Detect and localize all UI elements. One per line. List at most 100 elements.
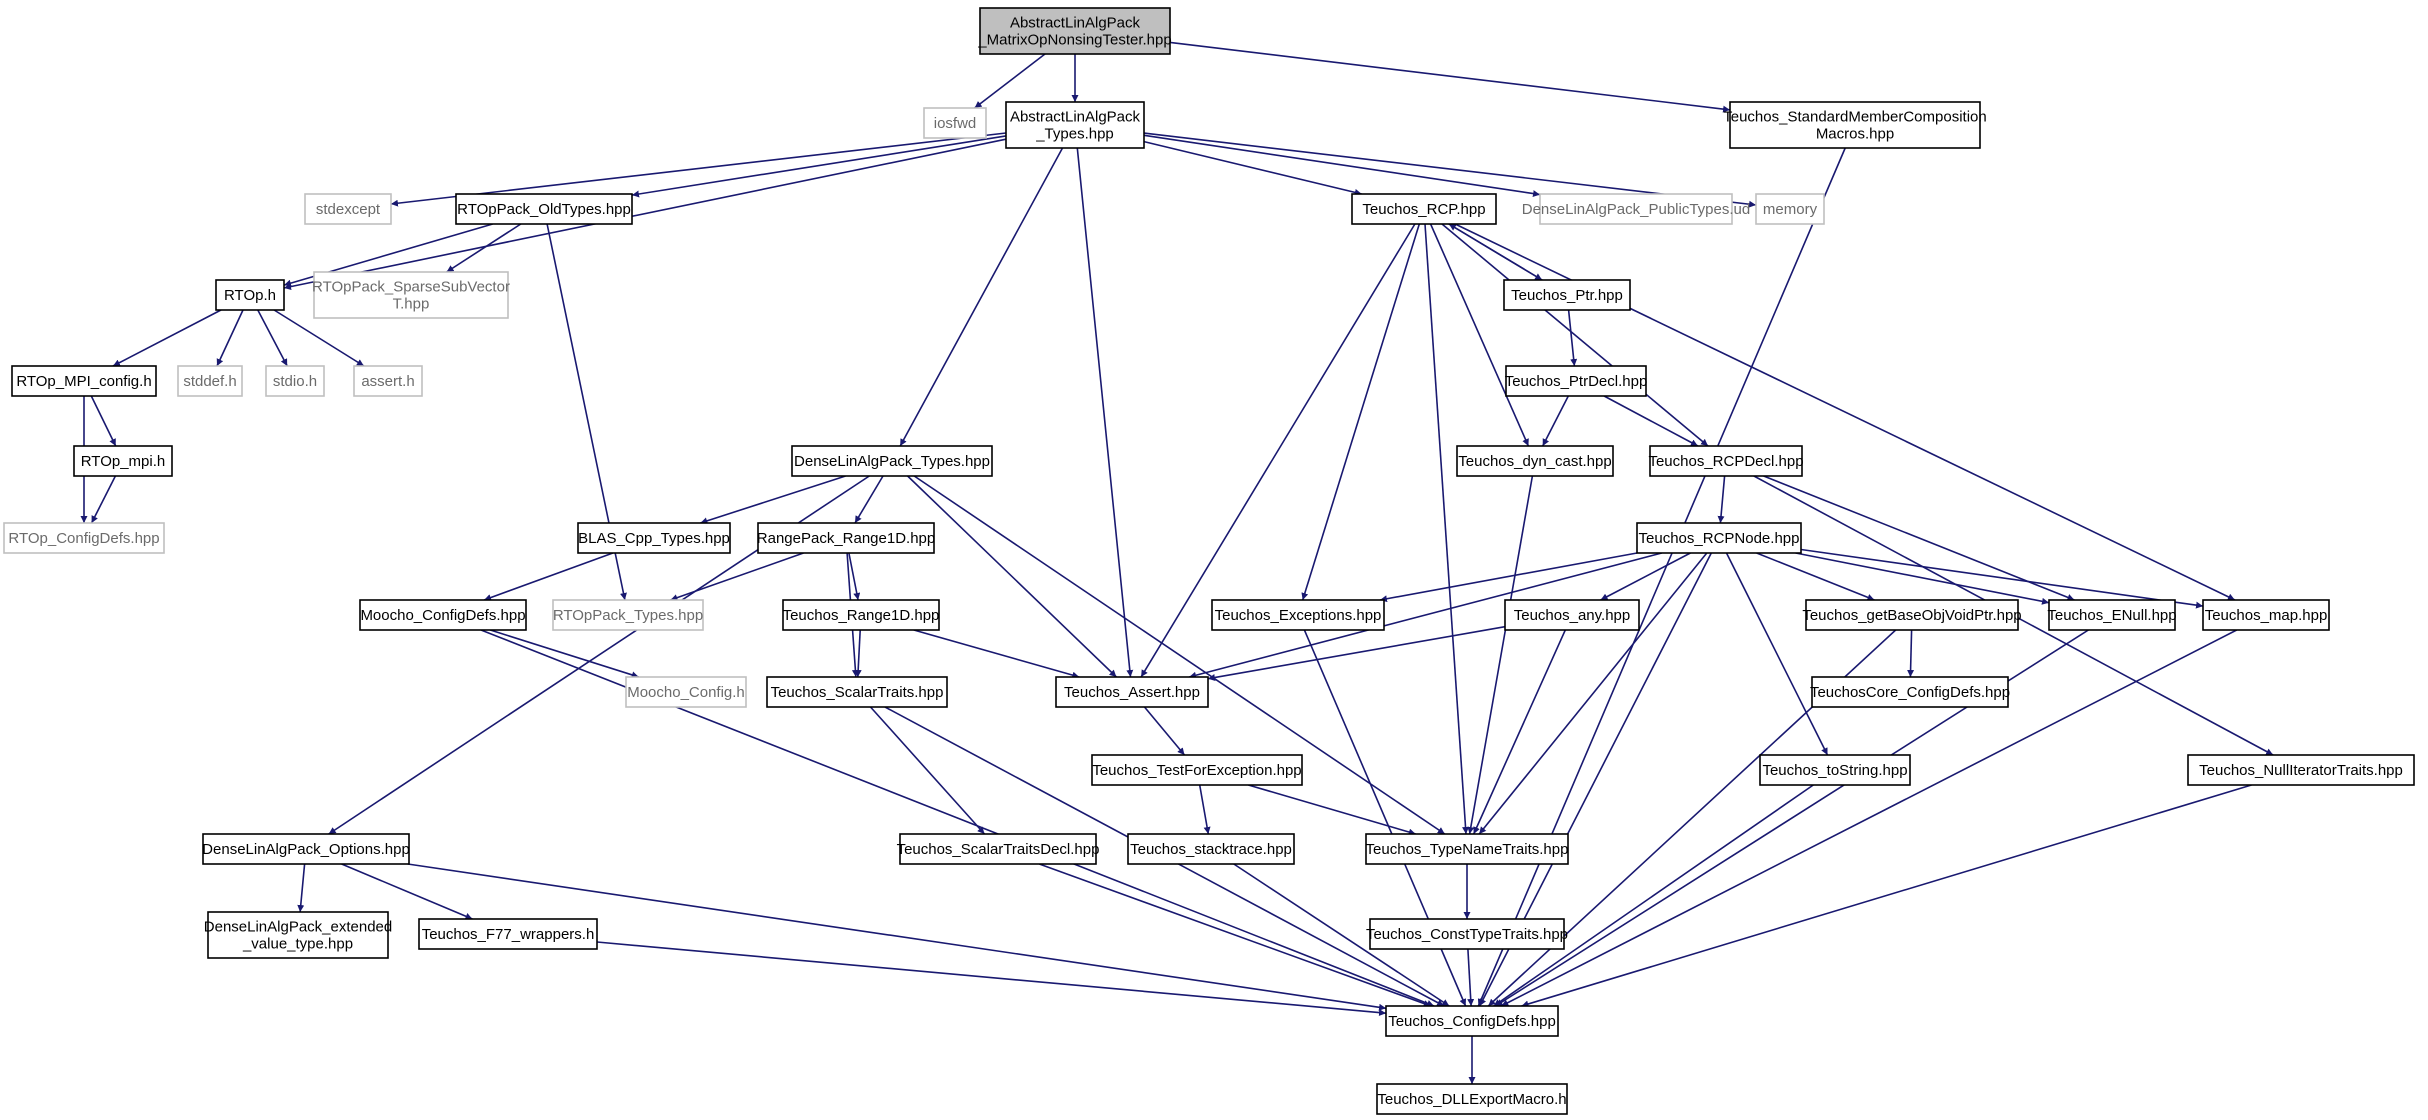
- node-assert_hpp[interactable]: Teuchos_Assert.hpp: [1055, 676, 1209, 708]
- node-label: memory: [1763, 201, 1818, 218]
- edge-dlap_types-to-typename: [913, 475, 1446, 835]
- edge-range1d-to-scalartraits: [854, 629, 862, 678]
- node-root[interactable]: AbstractLinAlgPack_MatrixOpNonsingTester…: [977, 7, 1172, 55]
- edge-line: [216, 309, 244, 367]
- edge-rcpnode-to-map: [1800, 548, 2204, 609]
- node-label: TeuchosCore_ConfigDefs.hpp: [1810, 684, 2010, 701]
- node-box: [1805, 599, 2019, 631]
- node-label: RTOp_ConfigDefs.hpp: [8, 530, 159, 547]
- node-label: Teuchos_ConstTypeTraits.hpp: [1366, 926, 1568, 943]
- edge-rtop_old-to-rtop_sparse: [446, 223, 522, 273]
- edge-line: [283, 138, 1007, 291]
- node-rtop_mpi[interactable]: RTOp_mpi.h: [73, 445, 173, 477]
- edge-rcp-to-rcpdecl: [1441, 223, 1709, 447]
- node-dllexport[interactable]: Teuchos_DLLExportMacro.h: [1376, 1083, 1568, 1115]
- node-nulliter[interactable]: Teuchos_NullIteratorTraits.hpp: [2187, 754, 2415, 786]
- node-dlap_ext[interactable]: DenseLinAlgPack_extended_value_type.hpp: [204, 911, 392, 959]
- node-box: [1365, 833, 1569, 865]
- node-alap_types[interactable]: AbstractLinAlgPack_Types.hpp: [1005, 101, 1145, 149]
- node-ptr[interactable]: Teuchos_Ptr.hpp: [1503, 279, 1631, 311]
- node-box: [418, 918, 598, 950]
- edge-line: [1603, 395, 1699, 447]
- node-dyn_cast[interactable]: Teuchos_dyn_cast.hpp: [1456, 445, 1614, 477]
- node-rcpnode[interactable]: Teuchos_RCPNode.hpp: [1636, 522, 1802, 554]
- node-dlap_options[interactable]: DenseLinAlgPack_Options.hpp: [202, 833, 410, 865]
- node-label: Macros.hpp: [1816, 126, 1894, 143]
- edge-line: [1076, 147, 1134, 678]
- node-rcp[interactable]: Teuchos_RCP.hpp: [1351, 193, 1497, 225]
- edge-alap_types-to-rtop_h: [283, 138, 1007, 291]
- node-tostring[interactable]: Teuchos_toString.hpp: [1759, 754, 1911, 786]
- node-box: [11, 365, 157, 397]
- node-any[interactable]: Teuchos_any.hpp: [1504, 599, 1640, 631]
- node-box: [313, 271, 509, 319]
- node-getbase[interactable]: Teuchos_getBaseObjVoidPtr.hpp: [1802, 599, 2022, 631]
- node-label: Teuchos_stacktrace.hpp: [1130, 841, 1292, 858]
- node-moocho_cd[interactable]: Moocho_ConfigDefs.hpp: [359, 599, 527, 631]
- edge-rcpnode-to-typename: [1478, 552, 1708, 835]
- node-ptrdecl[interactable]: Teuchos_PtrDecl.hpp: [1505, 365, 1648, 397]
- node-rtop_h[interactable]: RTOp.h: [215, 279, 285, 311]
- node-box: [2048, 599, 2176, 631]
- node-f77[interactable]: Teuchos_F77_wrappers.h: [418, 918, 598, 950]
- node-stdexcept: stdexcept: [304, 193, 392, 225]
- node-rtop_old[interactable]: RTOpPack_OldTypes.hpp: [455, 193, 633, 225]
- node-label: RTOp_MPI_config.h: [16, 373, 151, 390]
- edge-rtop_mpi-to-rtop_configdefs: [90, 475, 117, 524]
- node-configdefs[interactable]: Teuchos_ConfigDefs.hpp: [1385, 1005, 1559, 1037]
- node-rcpdecl[interactable]: Teuchos_RCPDecl.hpp: [1648, 445, 1804, 477]
- node-box: [1005, 101, 1145, 149]
- node-rangepack[interactable]: RangePack_Range1D.hpp: [757, 522, 935, 554]
- edge-line: [1379, 552, 1638, 603]
- node-range1d[interactable]: Teuchos_Range1D.hpp: [782, 599, 940, 631]
- node-label: BLAS_Cpp_Types.hpp: [578, 530, 730, 547]
- node-scalartraits[interactable]: Teuchos_ScalarTraits.hpp: [766, 676, 948, 708]
- node-label: stdexcept: [316, 201, 381, 218]
- node-typename[interactable]: Teuchos_TypeNameTraits.hpp: [1365, 833, 1569, 865]
- node-box: [577, 522, 731, 554]
- edge-testforexc-to-stacktrace: [1198, 784, 1211, 835]
- node-testforexc[interactable]: Teuchos_TestForException.hpp: [1091, 754, 1303, 786]
- node-assert_h: assert.h: [353, 365, 423, 397]
- edge-line: [854, 629, 862, 678]
- node-stacktrace[interactable]: Teuchos_stacktrace.hpp: [1127, 833, 1295, 865]
- node-dlap_types[interactable]: DenseLinAlgPack_Types.hpp: [791, 445, 993, 477]
- node-blas[interactable]: BLAS_Cpp_Types.hpp: [577, 522, 731, 554]
- edge-range1d-to-assert_hpp: [913, 629, 1080, 679]
- node-consttype[interactable]: Teuchos_ConstTypeTraits.hpp: [1366, 918, 1568, 950]
- node-label: AbstractLinAlgPack: [1010, 15, 1141, 32]
- edge-line: [1717, 475, 1726, 524]
- node-box: [1385, 1005, 1559, 1037]
- node-enull[interactable]: Teuchos_ENull.hpp: [2047, 599, 2177, 631]
- edge-line: [1500, 629, 2238, 1007]
- edge-line: [1424, 223, 1470, 835]
- node-iosfwd: iosfwd: [923, 107, 987, 139]
- node-map[interactable]: Teuchos_map.hpp: [2202, 599, 2330, 631]
- edge-line: [446, 223, 522, 273]
- node-label: stddef.h: [183, 373, 236, 390]
- node-label: RTOp.h: [224, 287, 276, 304]
- edge-line: [1467, 948, 1475, 1007]
- node-label: DenseLinAlgPack_Options.hpp: [202, 841, 410, 858]
- edge-line: [1725, 552, 1829, 756]
- edge-line: [273, 309, 365, 367]
- edge-rcpnode-to-assert_hpp: [1188, 552, 1663, 679]
- edge-any-to-assert_hpp: [1207, 625, 1506, 681]
- node-label: Teuchos_ScalarTraits.hpp: [771, 684, 944, 701]
- node-teuchoscore[interactable]: TeuchosCore_ConfigDefs.hpp: [1810, 676, 2010, 708]
- node-stddef: stddef.h: [177, 365, 243, 397]
- node-box: [455, 193, 633, 225]
- node-scalartraitsdecl[interactable]: Teuchos_ScalarTraitsDecl.hpp: [897, 833, 1100, 865]
- edge-root-to-std_member: [1169, 41, 1731, 113]
- node-box: [791, 445, 993, 477]
- edge-rcpnode-to-exceptions: [1379, 552, 1638, 603]
- node-label: RTOpPack_SparseSubVector: [312, 279, 510, 296]
- node-rtop_mpi_config[interactable]: RTOp_MPI_config.h: [11, 365, 157, 397]
- node-label: DenseLinAlgPack_extended: [204, 919, 392, 936]
- node-box: [177, 365, 243, 397]
- node-exceptions[interactable]: Teuchos_Exceptions.hpp: [1211, 599, 1385, 631]
- node-label: iosfwd: [934, 115, 977, 132]
- edge-assert_hpp-to-testforexc: [1143, 706, 1186, 756]
- node-std_member[interactable]: Teuchos_StandardMemberCompositionMacros.…: [1723, 101, 1987, 149]
